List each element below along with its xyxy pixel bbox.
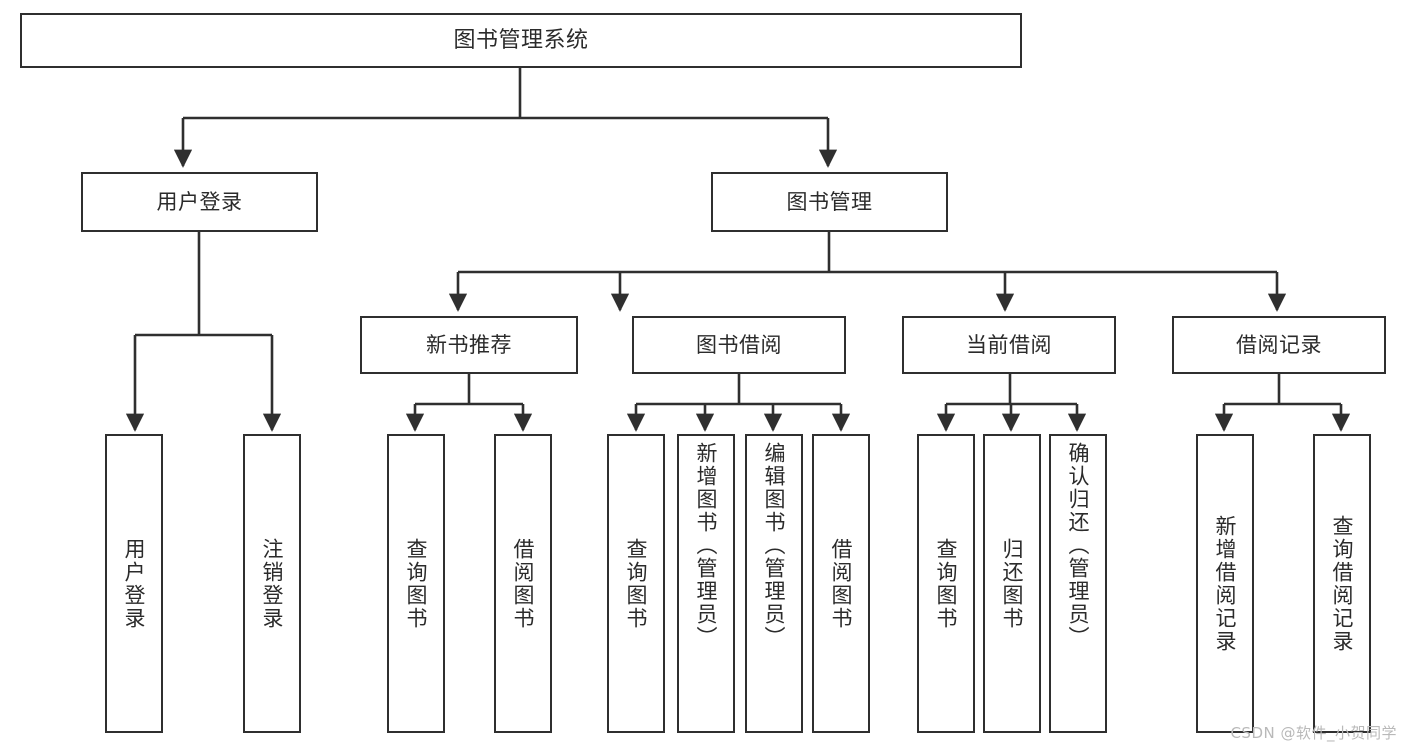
leaf-user-login-1-label: 用户登录	[122, 537, 147, 630]
node-user-login[interactable]: 用户登录	[81, 172, 318, 232]
leaf-new-book-2-label: 借阅图书	[511, 537, 536, 630]
leaf-current-borrow-2[interactable]: 归还图书	[983, 434, 1041, 733]
leaf-borrow-record-1-label: 新增借阅记录	[1213, 514, 1238, 653]
leaf-borrow-record-2[interactable]: 查询借阅记录	[1313, 434, 1371, 733]
node-new-book-recommend[interactable]: 新书推荐	[360, 316, 578, 374]
leaf-current-borrow-2-label: 归还图书	[1000, 537, 1025, 630]
leaf-book-borrow-3[interactable]: 编辑图书（管理员）	[745, 434, 803, 733]
leaf-book-borrow-1-label: 查询图书	[624, 537, 649, 630]
node-current-borrow[interactable]: 当前借阅	[902, 316, 1116, 374]
leaf-new-book-1[interactable]: 查询图书	[387, 434, 445, 733]
node-root-system-label: 图书管理系统	[453, 27, 589, 53]
leaf-book-borrow-4-label: 借阅图书	[829, 537, 854, 630]
leaf-borrow-record-1[interactable]: 新增借阅记录	[1196, 434, 1254, 733]
node-book-manage[interactable]: 图书管理	[711, 172, 948, 232]
leaf-new-book-1-label: 查询图书	[404, 537, 429, 630]
leaf-user-login-2[interactable]: 注销登录	[243, 434, 301, 733]
node-current-borrow-label: 当前借阅	[966, 332, 1052, 357]
leaf-user-login-1[interactable]: 用户登录	[105, 434, 163, 733]
leaf-book-borrow-2[interactable]: 新增图书（管理员）	[677, 434, 735, 733]
node-borrow-record[interactable]: 借阅记录	[1172, 316, 1386, 374]
node-book-borrow-label: 图书借阅	[696, 332, 782, 357]
node-root-system[interactable]: 图书管理系统	[20, 13, 1022, 68]
node-borrow-record-label: 借阅记录	[1236, 332, 1322, 357]
leaf-book-borrow-1[interactable]: 查询图书	[607, 434, 665, 733]
leaf-new-book-2[interactable]: 借阅图书	[494, 434, 552, 733]
leaf-book-borrow-2-label: 新增图书（管理员）	[694, 442, 719, 649]
leaf-current-borrow-3-label: 确认归还（管理员）	[1066, 442, 1091, 649]
node-book-borrow[interactable]: 图书借阅	[632, 316, 846, 374]
leaf-user-login-2-label: 注销登录	[260, 537, 285, 630]
leaf-current-borrow-1[interactable]: 查询图书	[917, 434, 975, 733]
node-book-manage-label: 图书管理	[786, 189, 873, 214]
csdn-watermark: CSDN @软件_小贺同学	[1230, 724, 1397, 742]
leaf-current-borrow-3[interactable]: 确认归还（管理员）	[1049, 434, 1107, 733]
leaf-book-borrow-4[interactable]: 借阅图书	[812, 434, 870, 733]
leaf-current-borrow-1-label: 查询图书	[934, 537, 959, 630]
leaf-borrow-record-2-label: 查询借阅记录	[1330, 514, 1355, 653]
node-new-book-recommend-label: 新书推荐	[426, 332, 512, 357]
node-user-login-label: 用户登录	[156, 189, 243, 214]
leaf-book-borrow-3-label: 编辑图书（管理员）	[762, 442, 787, 649]
